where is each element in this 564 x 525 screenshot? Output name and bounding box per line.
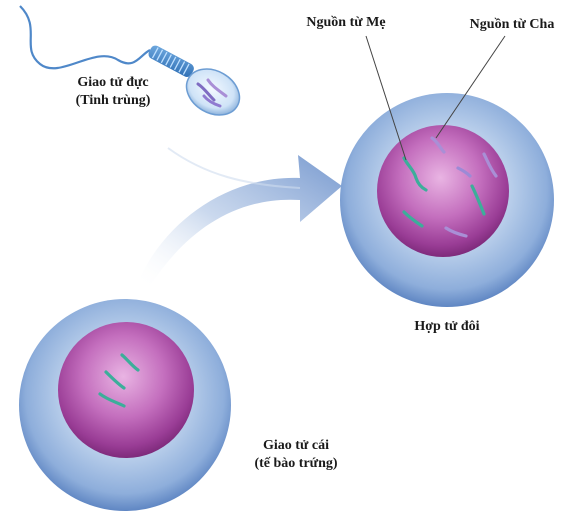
zygote-cell [340,35,554,307]
pointer-lines [365,35,506,161]
zygote-chromosomes [402,136,498,238]
sperm-midpiece [148,45,194,77]
egg-cell [19,299,231,511]
sperm-chromosomes [196,78,228,108]
egg-label-line1: Giao tử cái [263,438,329,453]
sperm-tail [19,5,151,70]
maternal-source-label: Nguồn từ Mẹ [306,15,386,30]
egg-label-line2: (tế bào trứng) [254,456,338,471]
zygote-nucleus [377,125,509,257]
egg-chromosomes [98,353,140,408]
paternal-source-label: Nguồn từ Cha [469,17,555,32]
sperm-head [185,68,241,116]
sperm-label: Giao tử đực (Tinh trùng) [58,74,168,110]
sperm-cell [19,5,241,116]
egg-nucleus [58,322,194,458]
sperm-label-line1: Giao tử đực [77,75,149,90]
fertilization-arrow [138,147,342,286]
sperm-label-line2: (Tinh trùng) [75,93,151,108]
egg-label: Giao tử cái (tế bào trứng) [238,437,354,473]
zygote-label: Hợp tử đôi [414,319,480,334]
